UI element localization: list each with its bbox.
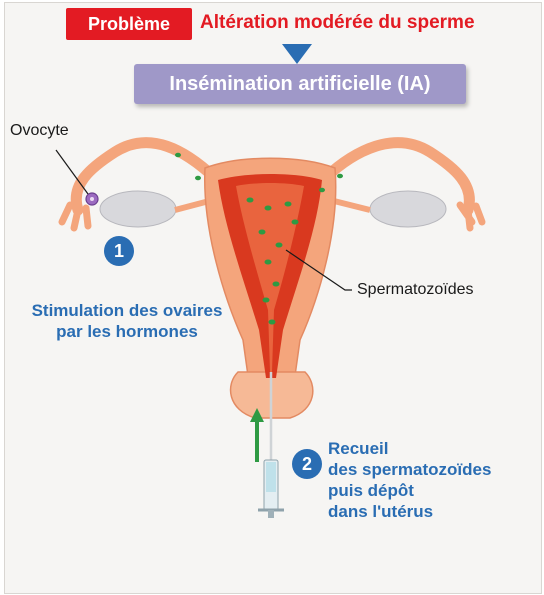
- step-1-line: Stimulation des ovaires: [12, 300, 242, 321]
- step-2-line: puis dépôt: [328, 480, 528, 501]
- left-fimbriae: [62, 205, 88, 228]
- spermatozoides-label: Spermatozoïdes: [357, 281, 474, 299]
- step-2-line: Recueil: [328, 438, 528, 459]
- right-fimbriae: [460, 205, 482, 228]
- step-1-badge: 1: [104, 236, 134, 266]
- left-ovary: [100, 191, 176, 227]
- ovocyte-label: Ovocyte: [10, 122, 69, 140]
- step-2-line: des spermatozoïdes: [328, 459, 528, 480]
- step-2-badge: 2: [292, 449, 322, 479]
- ovocyte-nucleus: [90, 197, 94, 201]
- syringe-plunger: [268, 510, 274, 518]
- step-1-line: par les hormones: [12, 321, 242, 342]
- syringe-fluid: [266, 462, 276, 492]
- step-2-line: dans l'utérus: [328, 501, 528, 522]
- step-2-description: Recueil des spermatozoïdes puis dépôt da…: [328, 438, 528, 522]
- right-ovary: [370, 191, 446, 227]
- step-1-description: Stimulation des ovaires par les hormones: [12, 300, 242, 342]
